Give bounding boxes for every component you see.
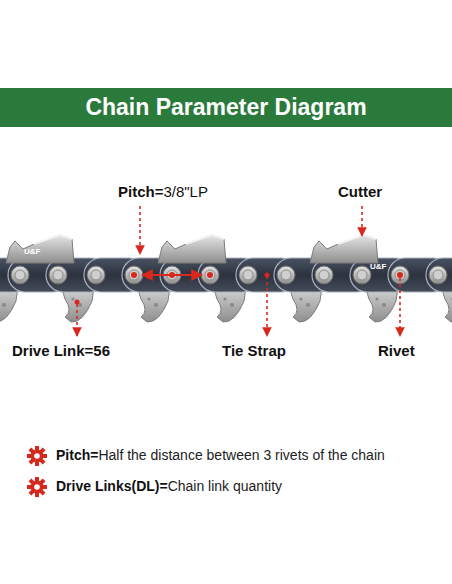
leader-lines xyxy=(77,206,400,336)
rivet xyxy=(277,266,295,284)
cutter-edge xyxy=(338,235,376,244)
rivet xyxy=(315,266,333,284)
part-name: Drive Link=56 xyxy=(12,342,110,359)
rivet-head xyxy=(319,270,329,280)
note-text: Chain link quantity xyxy=(168,478,282,494)
rivet xyxy=(429,266,447,284)
part-name: Tie Strap xyxy=(222,342,286,359)
note-text: Half the distance between 3 rivets of th… xyxy=(98,447,384,463)
rivet-head xyxy=(281,270,291,280)
tang-hole xyxy=(154,303,158,307)
part-name: Rivet xyxy=(378,342,415,359)
side-link xyxy=(426,258,452,292)
title: Chain Parameter Diagram xyxy=(0,94,452,120)
tang-hole xyxy=(382,303,386,307)
gear-icons xyxy=(27,446,47,497)
rivet-head xyxy=(243,270,253,280)
tang-hole xyxy=(375,297,378,300)
rivet-head xyxy=(129,270,139,280)
rivet-head xyxy=(53,270,63,280)
tang-hole xyxy=(306,303,310,307)
rivet-head xyxy=(15,270,25,280)
rivet xyxy=(391,266,409,284)
tang-hole xyxy=(2,303,6,307)
rivet xyxy=(239,266,257,284)
brand-stamp: U&F xyxy=(370,262,386,271)
rivet-head xyxy=(205,270,215,280)
cutter xyxy=(310,235,378,263)
cutters xyxy=(6,235,378,263)
rivet xyxy=(87,266,105,284)
tang-hole xyxy=(299,297,302,300)
rivet-head xyxy=(433,270,443,280)
parameter-name: Pitch= xyxy=(118,183,163,200)
parameter-value: 3/8"LP xyxy=(163,183,208,200)
tang-hole xyxy=(71,297,74,300)
tang-hole xyxy=(451,297,452,300)
cutter xyxy=(158,235,226,263)
cutter-edge xyxy=(186,235,224,244)
rivet xyxy=(125,266,143,284)
note-term: Drive Links(DL)= xyxy=(56,478,168,494)
tang-hole xyxy=(230,303,234,307)
rivet-head xyxy=(357,270,367,280)
tang-hole xyxy=(147,297,150,300)
tang-hole xyxy=(223,297,226,300)
cutter xyxy=(6,235,74,263)
rivet xyxy=(353,266,371,284)
brand-stamp: U&F xyxy=(24,247,40,256)
rivet-head xyxy=(91,270,101,280)
rivet xyxy=(11,266,29,284)
rivet xyxy=(49,266,67,284)
cutter-edge xyxy=(34,235,72,244)
leader-dots xyxy=(75,272,404,305)
rivet xyxy=(201,266,219,284)
part-name: Cutter xyxy=(338,183,382,200)
note-term: Pitch= xyxy=(56,447,98,463)
